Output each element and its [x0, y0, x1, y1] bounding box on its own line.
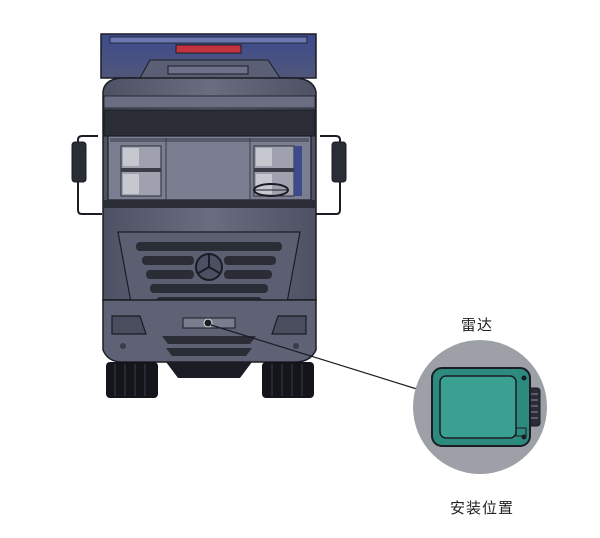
callout-leader-line: [210, 324, 421, 391]
radar-sensor-icon: [431, 367, 541, 447]
radar-callout: [413, 340, 547, 474]
front-tires: [106, 362, 314, 398]
three-pointed-star-emblem: [195, 253, 223, 281]
roof-deflector: [100, 33, 317, 79]
install-position-label: 安装位置: [450, 499, 515, 517]
radar-mount-point: [203, 318, 213, 328]
left-mirror: [71, 135, 102, 215]
left-headlight: [111, 315, 147, 335]
right-headlight: [271, 315, 307, 335]
right-mirror: [316, 135, 347, 215]
brake-light: [175, 44, 242, 54]
radar-label: 雷达: [461, 316, 494, 334]
windshield: [107, 135, 312, 201]
truck-front-view: [71, 33, 347, 398]
